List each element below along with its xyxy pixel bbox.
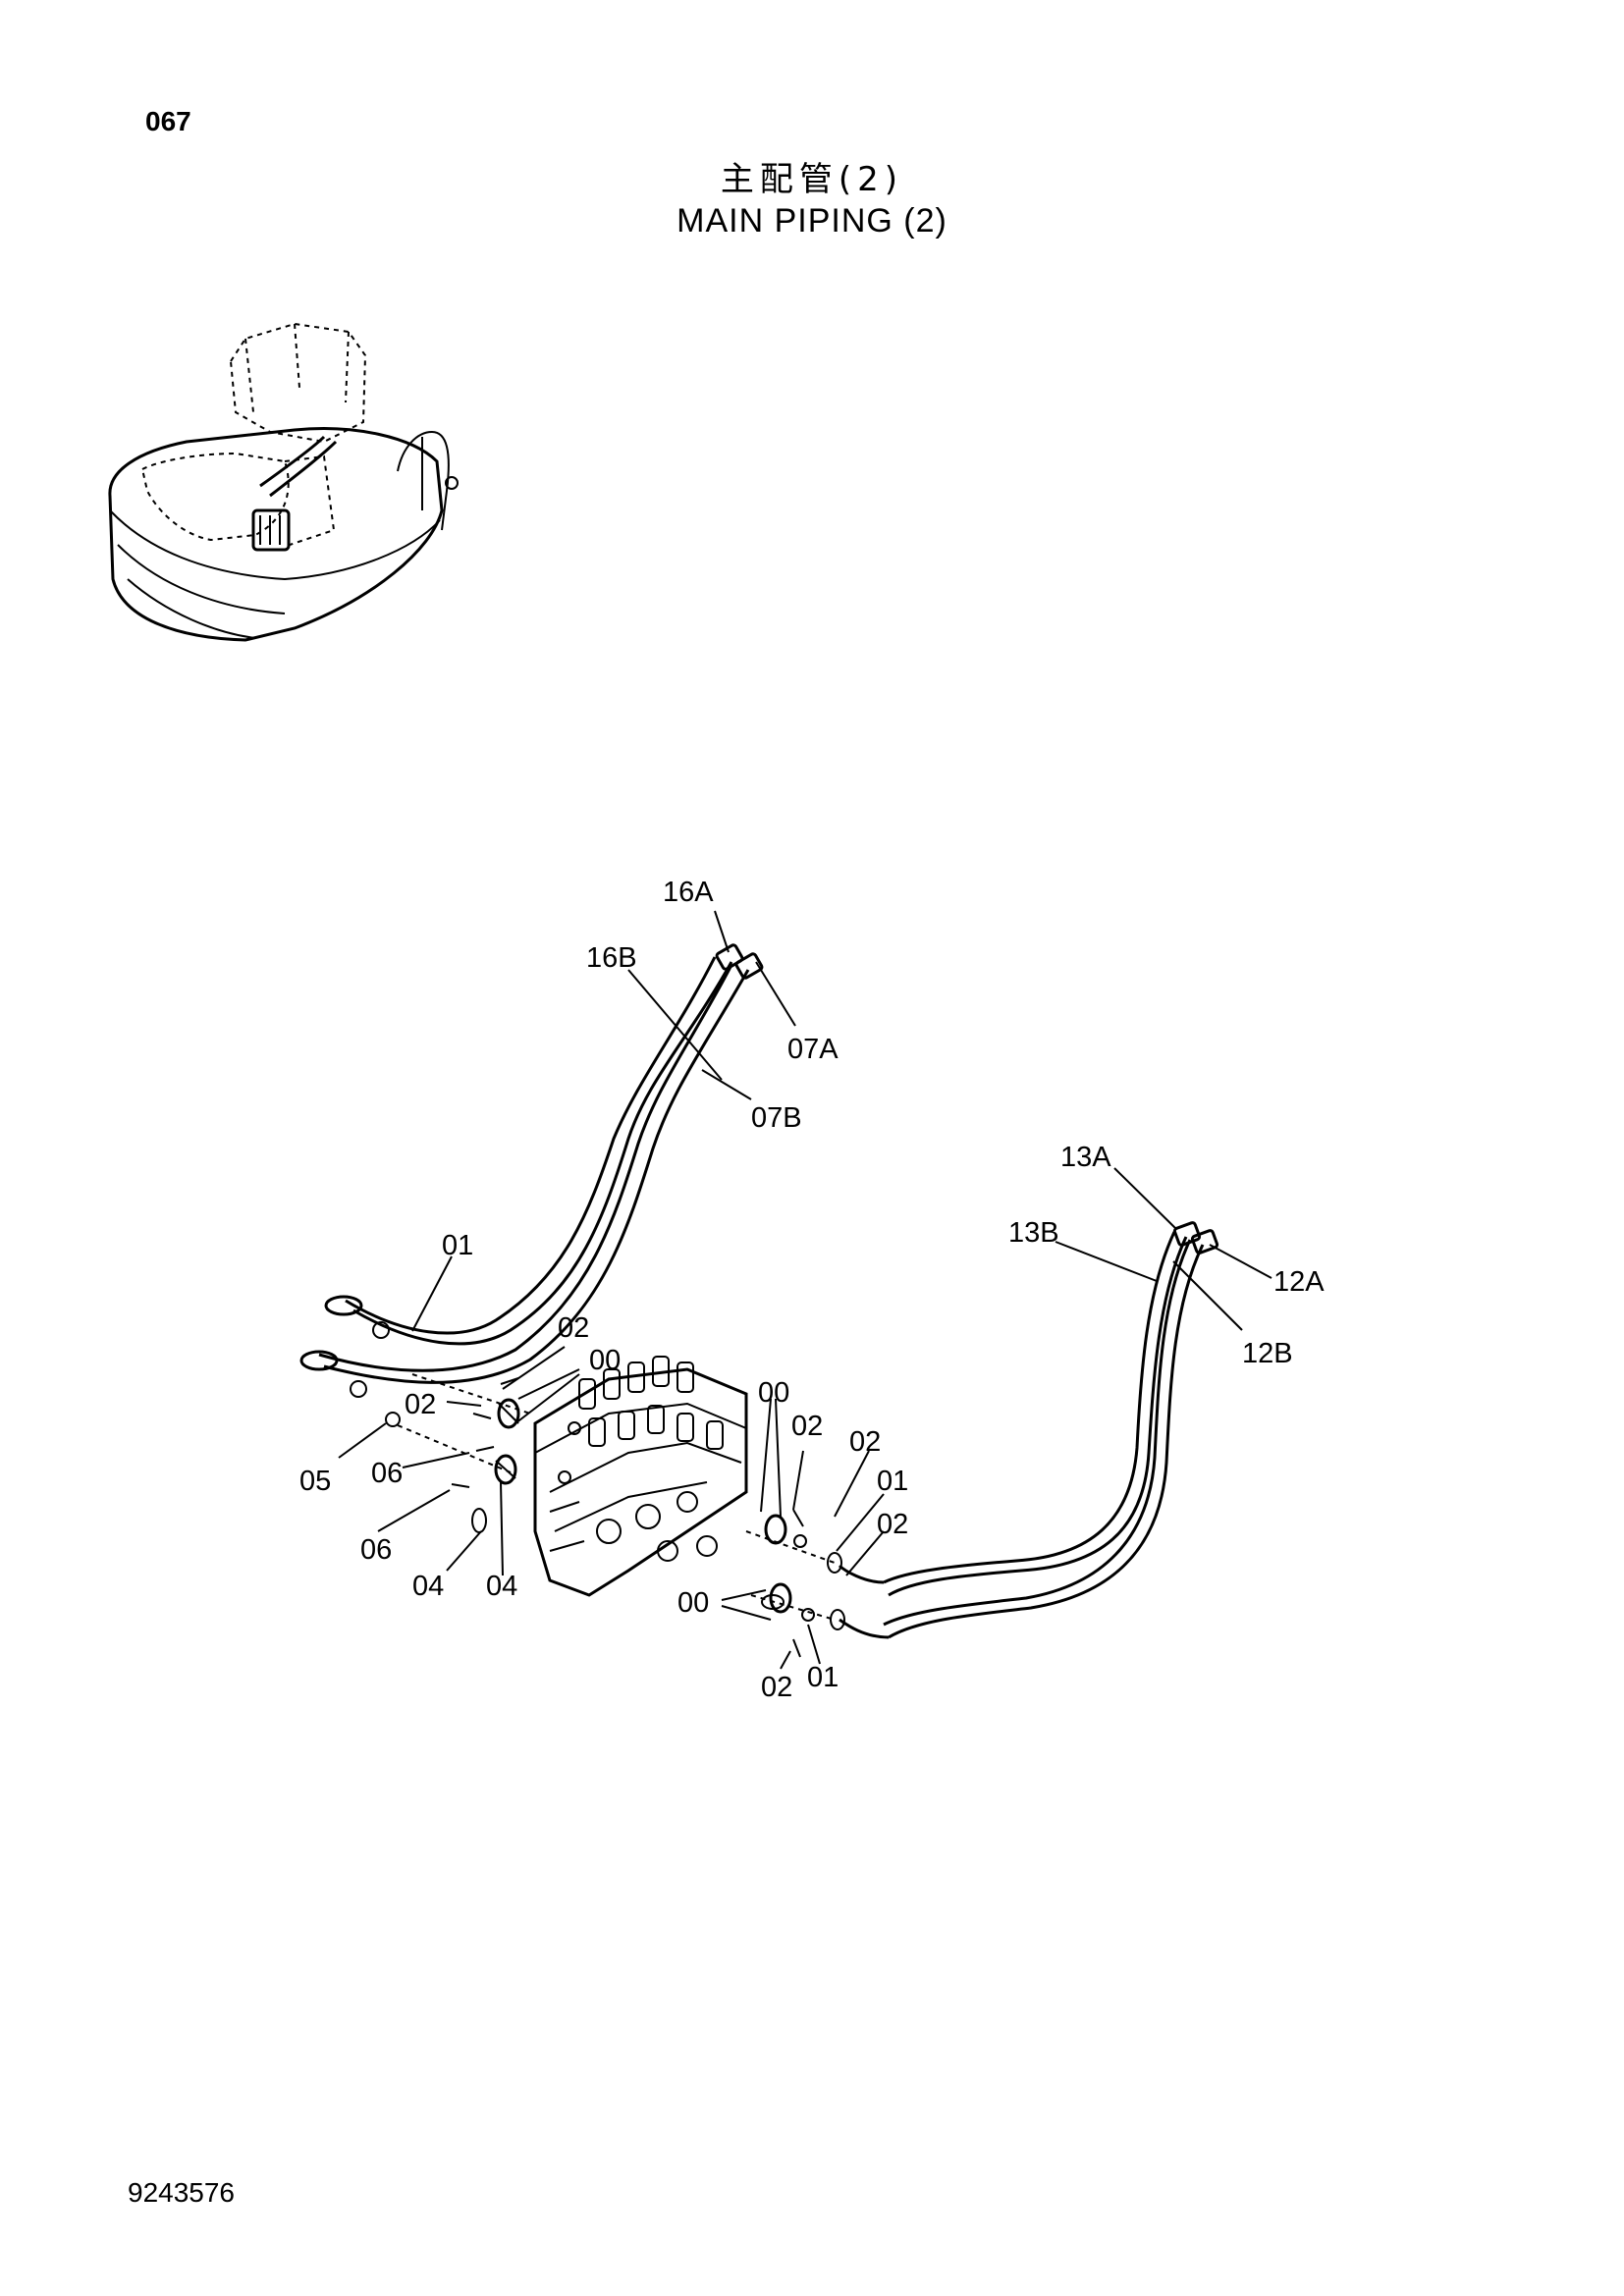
left-flanges <box>385 1373 531 1533</box>
callout-01-right-top: 01 <box>877 1466 908 1497</box>
callout-06-lower: 06 <box>360 1534 392 1566</box>
callout-01-left: 01 <box>442 1230 473 1261</box>
machine-locator-thumbnail <box>108 322 459 642</box>
title-chinese: 主配管(2) <box>720 160 904 199</box>
callout-07A: 07A <box>787 1034 839 1065</box>
callout-12B: 12B <box>1242 1338 1293 1369</box>
callout-02-left-mid: 02 <box>405 1389 436 1420</box>
callout-00-right-top: 00 <box>758 1377 789 1409</box>
callout-02-left-top: 02 <box>558 1312 589 1344</box>
callout-13B: 13B <box>1008 1217 1059 1249</box>
page-number: 067 <box>145 106 191 136</box>
callout-16B: 16B <box>586 942 637 974</box>
right-flanges <box>745 1509 845 1658</box>
callout-12A: 12A <box>1273 1266 1325 1298</box>
callout-06-upper: 06 <box>371 1458 403 1489</box>
callout-07B: 07B <box>751 1102 802 1134</box>
callout-16A: 16A <box>663 877 714 908</box>
callout-00-left: 00 <box>589 1345 621 1376</box>
leader-lines <box>338 910 1272 1670</box>
document-number: 9243576 <box>128 2177 236 2208</box>
callout-13A: 13A <box>1060 1142 1111 1173</box>
callout-02-right-b: 02 <box>849 1426 881 1458</box>
title-english: MAIN PIPING (2) <box>677 202 947 240</box>
callout-05: 05 <box>299 1466 331 1497</box>
callout-04-right: 04 <box>486 1571 517 1602</box>
callout-00-right-bottom: 00 <box>677 1587 709 1619</box>
hose-pair-13 <box>838 1221 1219 1639</box>
callout-04-left: 04 <box>412 1571 444 1602</box>
hose-pair-16 <box>299 943 764 1398</box>
callout-02-right-c: 02 <box>877 1509 908 1540</box>
callout-labels: 16A 16B 07A 07B 13A 13B 12A 12B 01 02 00… <box>299 877 1325 1703</box>
callout-01-right-bottom: 01 <box>807 1662 839 1693</box>
control-valve <box>533 1356 748 1597</box>
callout-02-right-a: 02 <box>791 1411 823 1442</box>
valve-spools <box>578 1356 724 1450</box>
callout-02-right-bottom: 02 <box>761 1672 792 1703</box>
